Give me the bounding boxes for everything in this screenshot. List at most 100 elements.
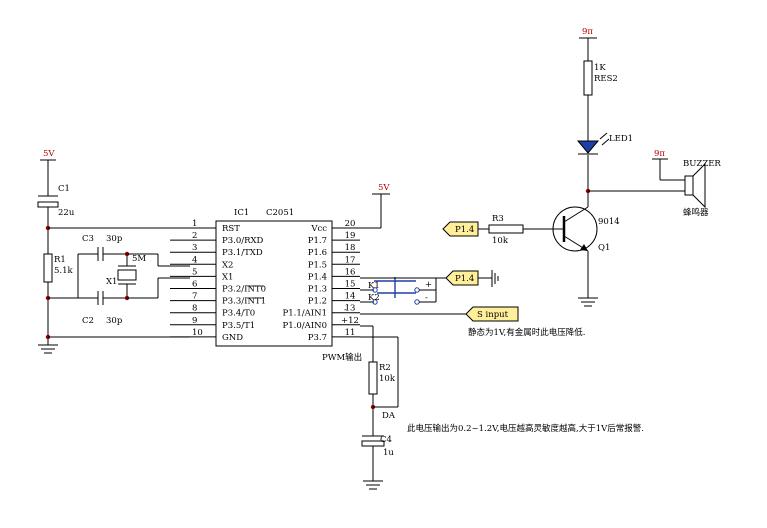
r1-label: R1 [54,255,66,265]
r3-value: 10k [492,236,509,246]
x1-label: X1 [106,277,117,287]
supply-5v-label-left: 5V [43,149,55,159]
pin-number: 1 [192,219,197,229]
res2-value: 1K [594,63,606,73]
supply-9v-label-top: 9π [582,27,593,37]
c1-label: C1 [58,184,70,194]
c4-value: 1u [383,448,394,458]
da-label: DA [382,411,396,421]
pin-number: 11 [345,328,356,338]
port-s-input [465,306,519,322]
note-static: 静态为1V,有金属时此电压降低. [468,327,585,338]
pin-name: P1.7 [308,236,327,246]
led1-diode [576,140,600,154]
r2-label: R2 [379,363,391,373]
r3-label: R3 [492,214,504,224]
pin-number: 10 [192,328,203,338]
buzzer-cn-label: 蜂鸣器 [683,207,709,218]
r2-body [368,361,378,395]
pin-name: P3.4/T0 [222,309,255,319]
pin-name: P1.4 [308,272,327,282]
c4-label: C4 [380,435,392,445]
buzzer-horn-icon [692,162,706,209]
r2-value: 10k [379,374,396,384]
supply-5v-label-right: 5V [378,183,390,193]
c3-label: C3 [82,234,94,244]
pin-name: P1.6 [308,248,327,258]
q1-transistor [552,206,598,252]
c1-plate-bottom [37,201,59,208]
buzzer-label: BUZZER [683,159,721,169]
pin-number: 18 [345,243,356,253]
pin-number: 6 [192,280,197,290]
res2-body [583,60,593,96]
c1-value: 22u [58,208,75,218]
pin-name: X2 [222,260,233,270]
r3-body [488,224,524,234]
buzzer-driver: P1.4 R3 10k 9014 Q1 LED1 1K RES2 9π 9π [442,27,721,307]
pin-number: 15 [345,280,356,290]
pin-name: Vcc [310,224,327,234]
port-s-input-label: S input [477,310,509,320]
res2-label: RES2 [594,74,618,84]
pin-number: 7 [192,292,197,302]
pin-name: P3.0/RXD [222,236,264,246]
c2-label: C2 [82,316,94,326]
note-da: 此电压输出为0.2~1.2V,电压越高灵敏度越高,大于1V后常报警. [407,423,644,434]
crystal-network: C3 30p C2 30p 5M X1 [48,234,190,326]
pin-number: 5 [192,267,197,277]
pin-number: 9 [192,316,197,326]
pin-number: 20 [345,219,356,229]
pin-name: P1.1/AIN1 [283,309,327,319]
x1-value: 5M [132,254,146,264]
c3-value: 30p [106,234,123,244]
k1-label: K1 [368,281,380,291]
ic-ref: IC1 [234,208,249,218]
ic-body [215,220,333,347]
pin-name: P1.5 [308,260,327,270]
pin-name: P3.3/INT1 [222,297,266,307]
k2-contact [372,299,378,305]
note-pwm: PWM输出 [322,352,362,363]
port-p14-driver-label: P1.4 [455,225,474,235]
r1-value: 5.1k [54,266,74,276]
pin-number: +12 [341,316,359,326]
buzzer-body [684,175,694,196]
q1-part: 9014 [598,217,620,227]
ic-part: C2051 [266,208,294,218]
port-p14-keys-label: P1.4 [455,274,474,284]
crystal-body [117,269,137,281]
pin-number: 2 [192,231,197,241]
pin-name: P3.5/T1 [222,321,255,331]
reset-network: 5V C1 22u R1 5.1k [37,149,190,354]
pin-number: 14 [345,292,356,302]
k1-contact [372,287,378,293]
supply-9v-label-buzzer: 9π [654,149,665,159]
k1-plus: + [425,280,432,290]
pin-13-minus: - [344,305,347,315]
c2-value: 30p [106,316,123,326]
pin-name: P1.3 [308,285,327,295]
pin-name: P1.2 [308,297,327,307]
pin-number: 8 [192,304,197,314]
pin-number: 3 [192,243,197,253]
r1-body [43,253,53,283]
ic-right-wiring: 5V K1 K2 + - P1.4 - S input 静态为1V,有金 [322,183,644,490]
pin-number: 16 [345,267,356,277]
pin-name: P3.7 [308,333,327,343]
pin-number: 4 [192,255,197,265]
pin-number: 17 [345,255,356,265]
pin-name: P3.2/INT0 [222,285,266,295]
k2-minus: - [425,293,428,303]
k2-label: K2 [368,293,380,303]
pin-name: GND [222,333,243,343]
ic-right-pins: 20Vcc19P1.718P1.617P1.516P1.415P1.314P1.… [283,219,360,343]
pin-name: X1 [222,272,233,282]
pin-name: P3.1/TXD [222,248,263,258]
led1-label: LED1 [609,134,633,144]
pin-name: P1.0/AIN0 [283,321,327,331]
pin-number: 13 [345,304,356,314]
